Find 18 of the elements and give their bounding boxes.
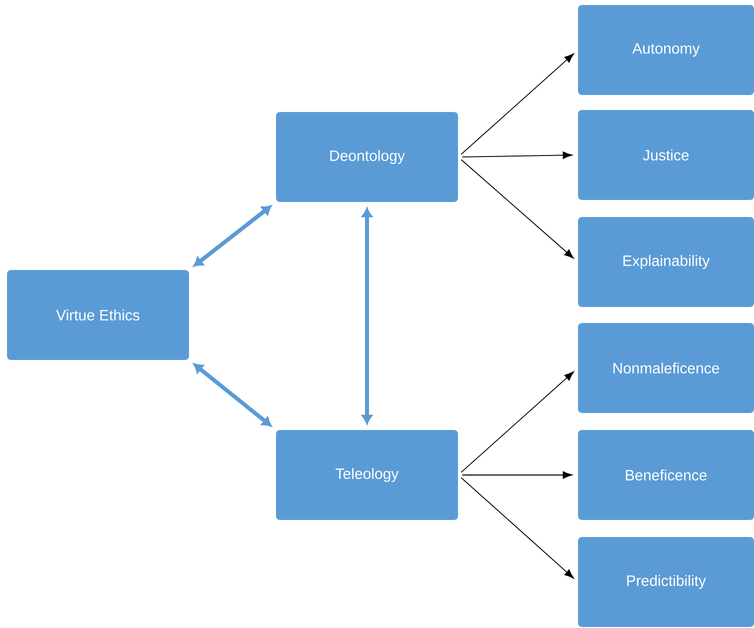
arrow: [460, 53, 574, 155]
concept-box: Predictibility: [578, 537, 754, 627]
double-arrow: [362, 208, 372, 424]
concept-box: Explainability: [578, 217, 754, 307]
arrow: [462, 152, 572, 159]
concept-box: Autonomy: [578, 5, 754, 95]
concept-box: Virtue Ethics: [7, 270, 189, 360]
double-arrow: [194, 205, 272, 267]
arrow: [460, 159, 574, 259]
concept-box: Justice: [578, 110, 754, 200]
concept-box: Beneficence: [578, 430, 754, 520]
concept-box: Teleology: [276, 430, 458, 520]
arrow: [460, 477, 574, 578]
double-arrow: [194, 363, 272, 427]
arrow: [460, 371, 574, 473]
concept-box: Deontology: [276, 112, 458, 202]
concept-box: Nonmaleficence: [578, 323, 754, 413]
arrow: [462, 471, 572, 479]
